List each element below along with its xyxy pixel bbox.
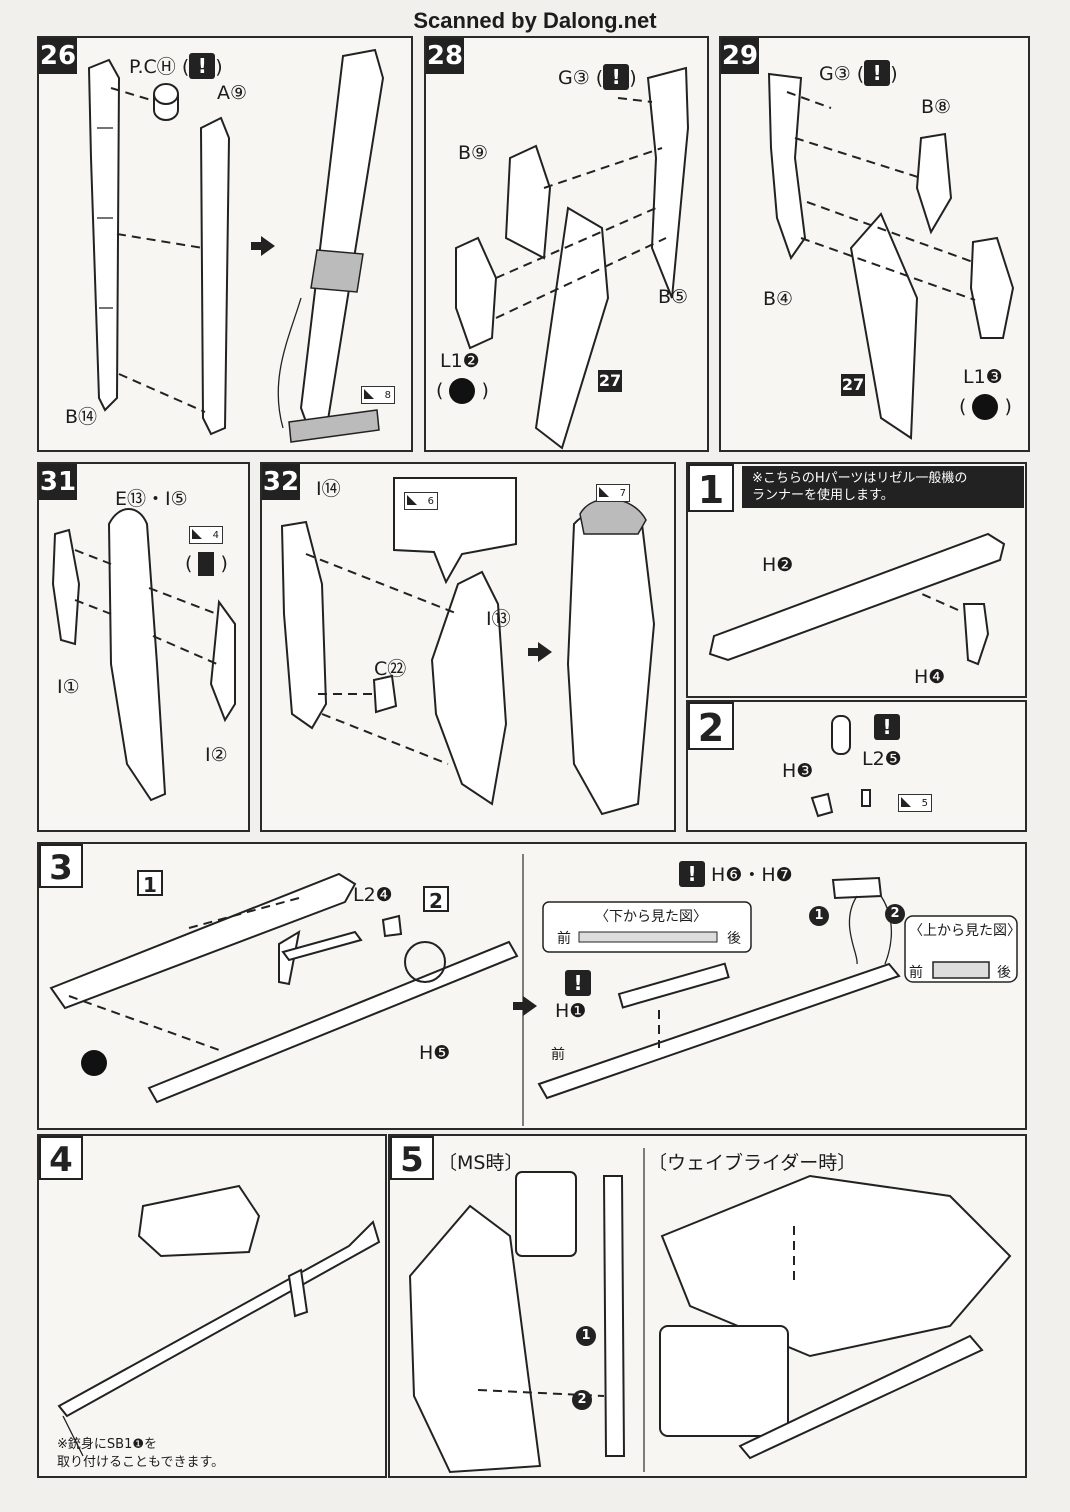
sticker-tag: 5 — [898, 794, 932, 812]
caution-icon: ! — [874, 714, 900, 740]
step-number: 1 — [688, 464, 734, 512]
part-label-h2: H❷ — [762, 554, 794, 576]
part-label-h4: H❹ — [914, 666, 946, 688]
caution-icon: ! — [603, 64, 630, 90]
part-label-g: G③ (!) — [558, 64, 637, 90]
part-label-b4: B④ — [763, 288, 794, 310]
order-marker-2: 2 — [885, 904, 905, 924]
step-3-panel: 3 1 L2❹ 2 H❺ ! H❶ 前 ! H❻・H❼ 〈下から見た図〉 前 後… — [37, 842, 1027, 1130]
order-marker-1: 1 — [809, 906, 829, 926]
front-label: 前 — [551, 1047, 565, 1063]
step-number: 4 — [39, 1136, 83, 1180]
step-1-illustration — [708, 532, 1006, 666]
step-3-illustration — [49, 854, 1018, 1126]
step-2-panel: 2 ! H❸ L2❺ 5 — [686, 700, 1027, 832]
part-label-h67: ! H❻・H❼ — [679, 860, 793, 887]
step-number: 28 — [426, 38, 464, 74]
reference-step-27: 27 — [598, 370, 622, 392]
part-label-i2: I② — [205, 744, 228, 766]
step-26-illustration — [87, 48, 385, 443]
part-label-b9: B⑨ — [458, 142, 489, 164]
part-label-b5: B⑤ — [658, 286, 689, 308]
step-number: 29 — [721, 38, 759, 74]
caution-icon: ! — [189, 53, 216, 79]
step-number: 31 — [39, 464, 77, 500]
step-4-panel: 4 ※銃身にSB1❶を 取り付けることもできます。 — [37, 1134, 387, 1478]
bottom-view-caption: 〈下から見た図〉 — [595, 909, 707, 925]
step-number: 5 — [390, 1136, 434, 1180]
part-label-a: A⑨ — [217, 82, 248, 104]
direction-marker: ( ) — [185, 552, 228, 576]
step-32-panel: 32 I⑭ 6 7 C㉒ I⑬ — [260, 462, 676, 832]
step-4-illustration — [57, 1184, 381, 1457]
caution-marker: ! — [874, 714, 900, 740]
watermark: Scanned by Dalong.net — [413, 8, 657, 33]
ref-step-2: 2 — [423, 886, 449, 913]
step-2-illustration — [810, 715, 871, 818]
order-marker-2: 2 — [572, 1390, 592, 1410]
step-number: 26 — [39, 38, 77, 74]
runner-note: ※こちらのHパーツはリゼル一般機の ランナーを使用します。 — [742, 466, 1024, 508]
step-31-panel: 31 E⑬・I⑤ 4 ( ) I① I② — [37, 462, 250, 832]
part-label-l2: L2❹ — [353, 884, 393, 906]
part-label-l2: L2❺ — [862, 748, 902, 770]
ms-mode-label: 〔MS時〕 — [438, 1152, 524, 1174]
step-1-panel: 1 ※こちらのHパーツはリゼル一般機の ランナーを使用します。 H❷ H❹ — [686, 462, 1027, 698]
step-number: 32 — [262, 464, 300, 500]
part-label-i1: I① — [57, 676, 80, 698]
part-label-h5: H❺ — [419, 1042, 451, 1064]
sb1-note: ※銃身にSB1❶を 取り付けることもできます。 — [57, 1437, 225, 1470]
caution-icon: ! — [679, 861, 705, 887]
step-29-panel: 29 G③ (!) B⑧ B④ L1❸ ( ) 27 — [719, 36, 1030, 452]
waverider-mode-label: 〔ウェイブライダー時〕 — [648, 1152, 857, 1174]
caution-icon: ! — [565, 970, 591, 996]
step-number: 3 — [39, 844, 83, 888]
part-label-g: G③ (!) — [819, 60, 898, 86]
step-5-illustration — [408, 1148, 1012, 1474]
part-label-h1: H❶ — [555, 1000, 587, 1022]
top-view-caption: 〈上から見た図〉 — [909, 923, 1021, 939]
part-label-i13: I⑬ — [486, 608, 511, 630]
step-32-illustration — [280, 477, 656, 816]
ref-step-1: 1 — [137, 870, 163, 897]
part-label-b8: B⑧ — [921, 96, 952, 118]
color-chip: ( ) — [959, 394, 1012, 420]
color-chip: ( ) — [436, 378, 489, 404]
step-number: 2 — [688, 702, 734, 750]
reference-step-27: 27 — [841, 374, 865, 396]
part-label-h3: H❸ — [782, 760, 814, 782]
step-28-panel: 28 G③ (!) B⑨ B⑤ L1❷ ( ) 27 — [424, 36, 709, 452]
part-label-l1: L1❸ — [963, 366, 1003, 388]
top-view-back: 後 — [997, 965, 1011, 981]
sticker-tag: 4 — [189, 526, 223, 544]
part-label-pc: P.CⒽ (!) — [129, 53, 223, 79]
caution-icon: ! — [864, 60, 891, 86]
part-label-i14: I⑭ — [316, 478, 341, 500]
caution-marker-h1: ! — [565, 970, 591, 996]
sticker-tag-b: 7 — [596, 484, 630, 502]
color-chip — [81, 1050, 107, 1081]
part-label-ei: E⑬・I⑤ — [115, 488, 188, 510]
step-26-panel: 26 P.CⒽ (!) A⑨ B⑭ 8 — [37, 36, 413, 452]
step-31-illustration — [51, 508, 236, 802]
step-29-illustration — [767, 72, 1015, 440]
sticker-tag-a: 6 — [404, 492, 438, 510]
part-label-c: C㉒ — [374, 658, 407, 680]
top-view-front: 前 — [909, 965, 923, 981]
order-marker-1: 1 — [576, 1326, 596, 1346]
part-label-l1: L1❷ — [440, 350, 480, 372]
bottom-view-back: 後 — [727, 931, 741, 947]
step-28-illustration — [455, 66, 690, 450]
step-5-panel: 5 〔MS時〕 〔ウェイブライダー時〕 1 2 — [388, 1134, 1027, 1478]
part-label-b: B⑭ — [65, 406, 98, 428]
bottom-view-front: 前 — [557, 931, 571, 947]
sticker-tag: 8 — [361, 386, 395, 404]
